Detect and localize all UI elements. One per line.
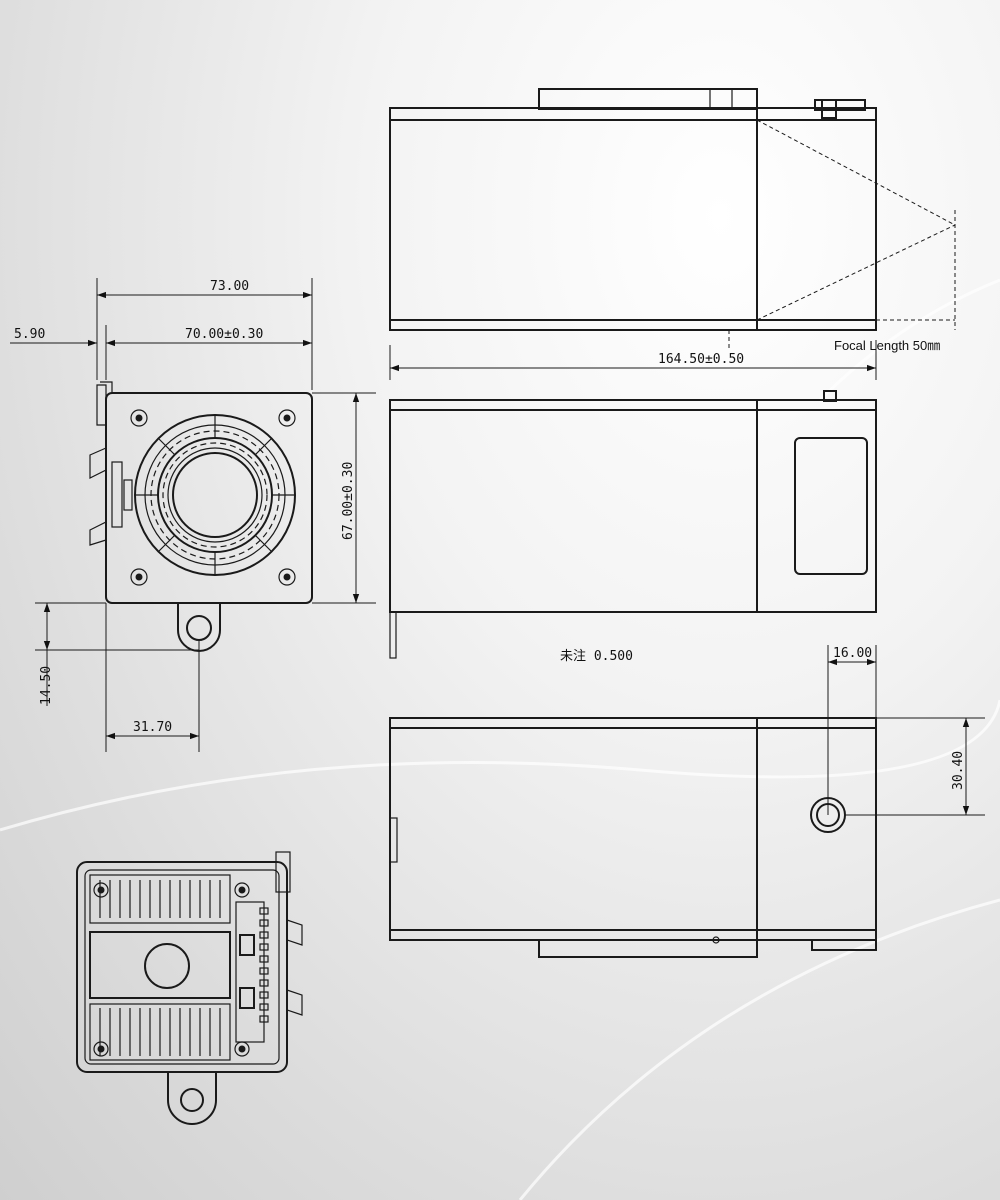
front-view-dimensions: 73.00 70.00±0.30 5.90 67.00±0.30 14.50 3… <box>10 278 376 752</box>
lens-icon <box>144 943 190 989</box>
dim-offset-5-90: 5.90 <box>14 327 45 342</box>
bottom-view <box>389 717 877 958</box>
mount-hole-icon <box>186 615 212 641</box>
tolerance-note: 未注 0.500 <box>560 649 633 664</box>
front-view-fan-end <box>89 381 313 652</box>
dim-drop-14-50: 14.50 <box>39 666 54 705</box>
top-view <box>389 88 956 350</box>
focal-length-label: Focal Length 50㎜ <box>834 338 940 353</box>
side-view <box>389 390 877 659</box>
dim-length-164-50: 164.50±0.50 <box>658 352 744 367</box>
background-sheen <box>0 278 1000 1200</box>
back-view-render <box>76 851 303 1125</box>
connector-icon <box>235 901 269 1043</box>
dim-width-73: 73.00 <box>210 279 249 294</box>
dim-offset-31-70: 31.70 <box>133 720 172 735</box>
bottom-view-dimensions: 16.00 30.40 <box>827 645 985 816</box>
dim-offset-16: 16.00 <box>833 646 872 661</box>
dim-height-30-40: 30.40 <box>951 751 966 790</box>
fan-icon <box>134 414 296 576</box>
mount-hole-icon <box>180 1088 204 1112</box>
length-dimension: 164.50±0.50 <box>389 340 877 380</box>
screw-icon <box>130 409 296 586</box>
dim-height-67: 67.00±0.30 <box>341 462 356 540</box>
screw-icon <box>93 882 250 1057</box>
dim-width-70: 70.00±0.30 <box>185 327 263 342</box>
